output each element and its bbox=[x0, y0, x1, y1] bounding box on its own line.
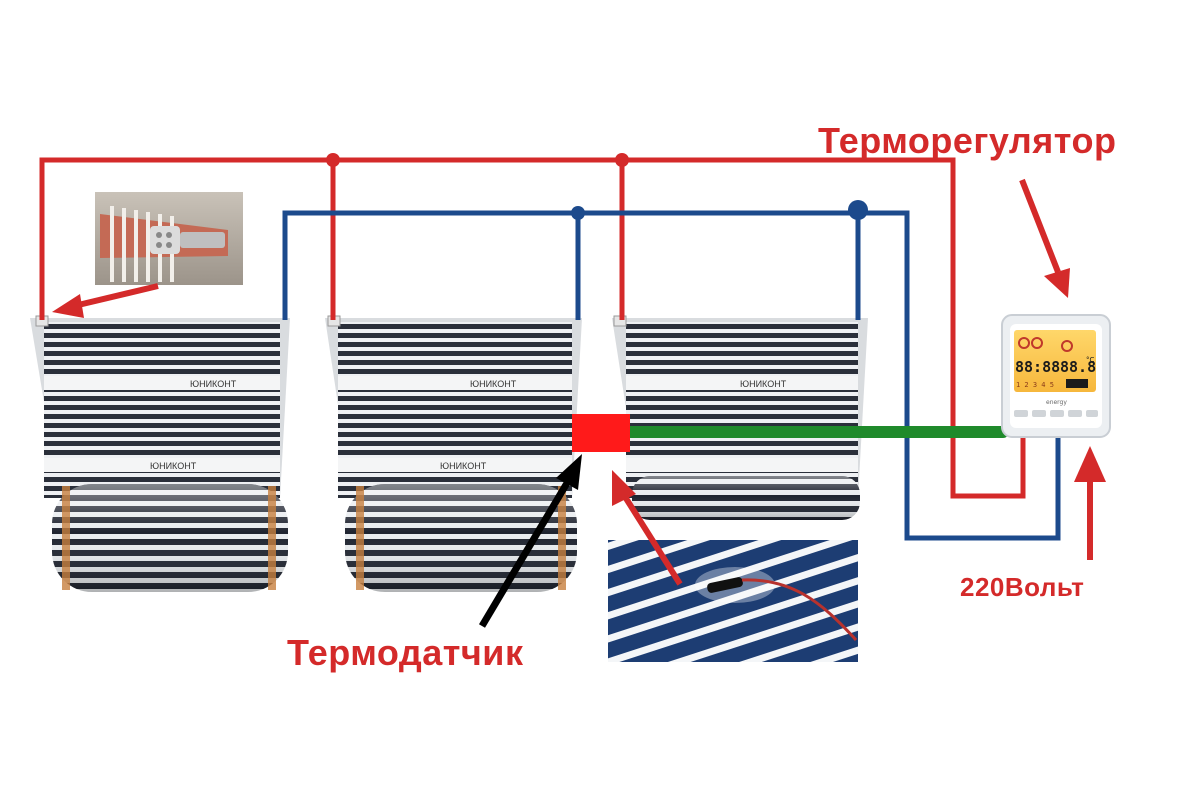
thermostat-label: Терморегулятор bbox=[818, 120, 1117, 161]
temperature-sensor-box bbox=[572, 414, 630, 452]
film-print-3: ЮНИКОНТ bbox=[740, 379, 787, 389]
radiator-arrow bbox=[52, 283, 159, 318]
junction-blue-1 bbox=[571, 206, 585, 220]
voltage-arrow bbox=[1074, 446, 1106, 560]
film-print-2: ЮНИКОНТ bbox=[470, 379, 517, 389]
display-unit: °C bbox=[1086, 356, 1095, 364]
sensor-photo-arrow bbox=[612, 470, 683, 586]
heating-film-panel-1: ЮНИКОНТ ЮНИКОНТ bbox=[30, 315, 290, 592]
film-roll-1 bbox=[52, 484, 288, 592]
sensor-pointer-arrow bbox=[478, 454, 582, 628]
sensor-closeup-photo bbox=[608, 540, 858, 662]
junction-blue-2 bbox=[848, 200, 868, 220]
voltage-label: 220Вольт bbox=[960, 572, 1085, 602]
thermostat-arrow bbox=[1019, 178, 1070, 298]
film-print-1b: ЮНИКОНТ bbox=[150, 461, 197, 471]
heating-film-panel-3: ЮНИКОНТ bbox=[612, 315, 868, 520]
sensor-label: Термодатчик bbox=[287, 632, 524, 673]
film-print-1: ЮНИКОНТ bbox=[190, 379, 237, 389]
film-roll-3 bbox=[632, 476, 860, 520]
film-roll-2 bbox=[345, 484, 577, 592]
neutral-wire-blue bbox=[282, 210, 1061, 541]
film-print-2b: ЮНИКОНТ bbox=[440, 461, 487, 471]
phase-wire-red bbox=[39, 157, 1026, 499]
radiator-photo bbox=[95, 192, 243, 285]
junction-red-1 bbox=[326, 153, 340, 167]
thermostat-icon: 88:88 88.8 °C 1 2 3 4 5 energy bbox=[1001, 314, 1111, 438]
display-right-digits: 88.8 bbox=[1060, 358, 1096, 376]
heating-film-panel-2: ЮНИКОНТ ЮНИКОНТ bbox=[325, 315, 582, 592]
display-day-numbers: 1 2 3 4 5 bbox=[1016, 381, 1054, 389]
junction-red-2 bbox=[615, 153, 629, 167]
thermostat-brand: energy bbox=[1046, 399, 1067, 406]
display-left-digits: 88:88 bbox=[1015, 358, 1060, 376]
